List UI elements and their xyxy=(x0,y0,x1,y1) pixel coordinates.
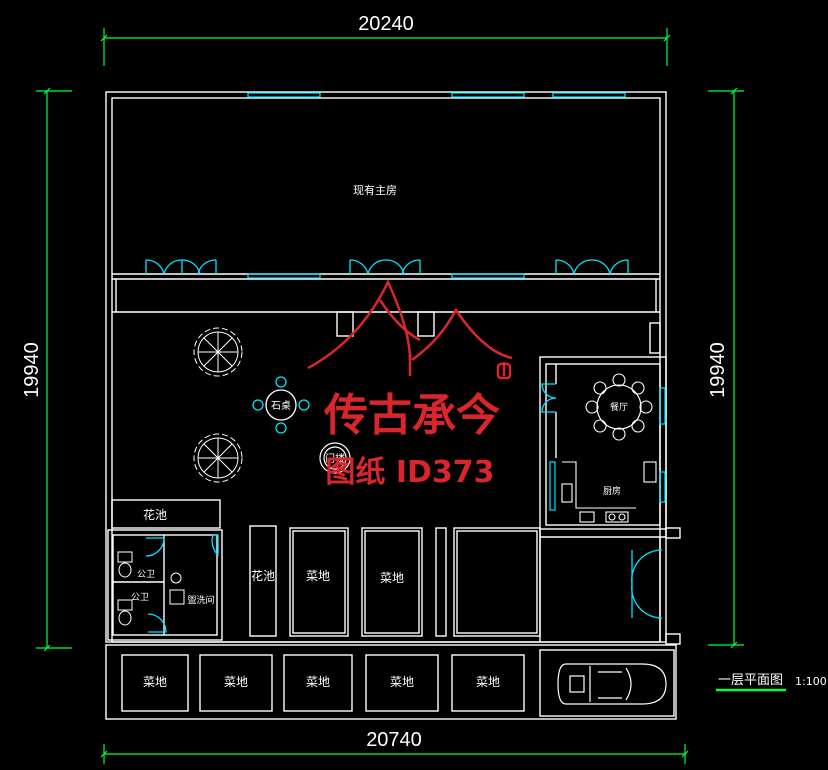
label-veg-2: 菜地 xyxy=(380,571,404,585)
gate-well-icon xyxy=(319,442,351,474)
label-flower-bed-1: 花池 xyxy=(143,507,167,522)
dimension-bottom: 20740 xyxy=(366,729,422,751)
tree-icon-1 xyxy=(193,327,243,377)
watermark-line-2: 图纸 ID373 xyxy=(325,455,494,490)
label-veg-3: 菜地 xyxy=(143,675,167,689)
watermark-roof-logo xyxy=(307,279,513,380)
label-flower-bed-2: 花池 xyxy=(251,568,275,583)
drawing-title: 一层平面图 xyxy=(718,673,783,688)
dimension-lines xyxy=(36,28,744,764)
label-main-house: 现有主房 xyxy=(353,183,397,197)
toilet-fixtures-icon xyxy=(117,551,185,626)
label-gate: 门楼 xyxy=(325,452,345,465)
stone-table-icon xyxy=(252,376,310,434)
dimension-right: 19940 xyxy=(707,342,729,398)
tree-icon-2 xyxy=(193,433,243,483)
dining-table-icon xyxy=(585,373,653,441)
windows xyxy=(247,92,666,511)
dimension-top: 20240 xyxy=(358,13,414,35)
label-veg-4: 菜地 xyxy=(224,675,248,689)
label-dining: 餐厅 xyxy=(610,401,628,413)
label-stone-table: 石桌 xyxy=(271,399,291,412)
label-toilet-2: 公卫 xyxy=(131,592,149,603)
label-toilet-1: 公卫 xyxy=(137,569,155,580)
label-veg-1: 菜地 xyxy=(306,569,330,583)
label-veg-7: 菜地 xyxy=(476,675,500,689)
kitchen-counter-icon xyxy=(561,461,657,523)
watermark-line-1: 传古承今 xyxy=(323,390,500,441)
label-veg-6: 菜地 xyxy=(390,675,414,689)
label-laundry: 盥洗间 xyxy=(187,594,214,606)
car-icon xyxy=(557,663,667,705)
label-kitchen: 厨房 xyxy=(603,485,621,497)
doors xyxy=(145,259,663,633)
label-veg-5: 菜地 xyxy=(306,675,330,689)
drawing-scale: 1:100 xyxy=(795,675,827,688)
walls xyxy=(105,91,681,720)
dimension-left: 19940 xyxy=(21,342,43,398)
